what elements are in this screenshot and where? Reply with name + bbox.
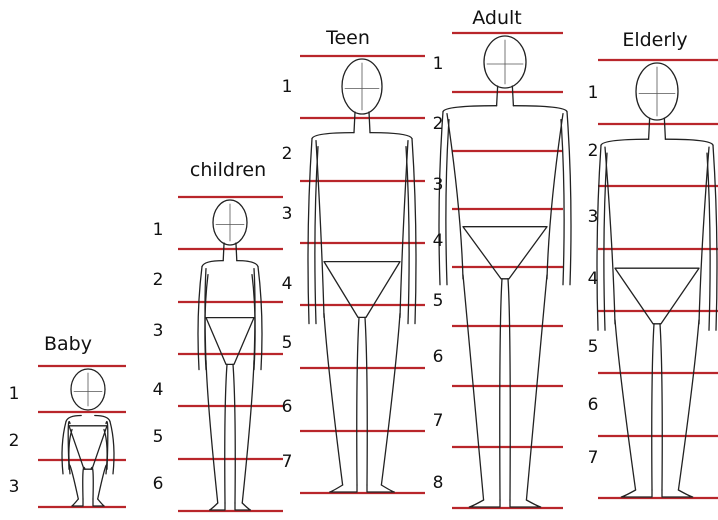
head-count-number: 5 — [433, 291, 444, 311]
head-count-number: 7 — [588, 448, 599, 468]
briefs-outline — [206, 318, 254, 365]
head-count-number: 6 — [433, 347, 444, 367]
head-count-number: 8 — [433, 473, 444, 493]
torso-outline — [202, 261, 258, 365]
foot-outline — [621, 490, 692, 497]
head-count-number: 1 — [433, 54, 444, 74]
head-count-number: 1 — [9, 384, 20, 404]
head-count-number: 3 — [433, 175, 444, 195]
head-count-number: 2 — [153, 270, 164, 290]
head-count-number: 4 — [588, 269, 599, 289]
head-count-number: 6 — [153, 474, 164, 494]
leg-outline — [615, 320, 699, 490]
figure-outline — [439, 36, 571, 507]
head-count-number: 1 — [153, 220, 164, 240]
head-count-number: 4 — [282, 274, 293, 294]
foot-outline — [330, 485, 395, 492]
head-count-number: 4 — [153, 380, 164, 400]
head-count-number: 6 — [588, 395, 599, 415]
briefs-outline — [69, 426, 107, 469]
head-count-number: 7 — [282, 452, 293, 472]
arm-outline — [308, 139, 416, 324]
briefs-outline — [463, 227, 547, 279]
stage-title: children — [190, 159, 266, 181]
head-count-number: 3 — [9, 477, 20, 497]
torso-outline — [443, 106, 567, 279]
head-count-number: 4 — [433, 231, 444, 251]
figure-outline — [62, 369, 114, 506]
stage-title: Adult — [472, 7, 522, 29]
head-count-number: 3 — [153, 321, 164, 341]
leg-outline — [206, 360, 254, 503]
figure-outline — [308, 59, 416, 492]
head-count-number: 2 — [282, 144, 293, 164]
head-count-number: 6 — [282, 397, 293, 417]
head-count-number: 3 — [588, 207, 599, 227]
arm-outline — [439, 112, 571, 285]
torso-outline — [66, 416, 110, 470]
stage-title: Baby — [44, 333, 92, 355]
stage-title: Teen — [325, 27, 370, 49]
briefs-outline — [615, 268, 699, 324]
arm-outline — [597, 145, 717, 330]
head-count-number: 1 — [282, 77, 293, 97]
stage-title: Elderly — [622, 29, 687, 51]
head-count-number: 5 — [282, 333, 293, 353]
torso-outline — [312, 133, 412, 318]
neck-line — [497, 86, 514, 106]
head-count-number: 2 — [9, 431, 20, 451]
head-count-number: 2 — [433, 114, 444, 134]
figure-outline — [597, 63, 717, 497]
foot-outline — [72, 499, 104, 506]
foot-outline — [210, 503, 251, 510]
neck-line — [354, 112, 370, 133]
head-guide-lines — [38, 33, 718, 511]
head-count-number: 1 — [588, 83, 599, 103]
leg-outline — [463, 275, 547, 500]
torso-outline — [601, 139, 713, 324]
head-count-number: 7 — [433, 411, 444, 431]
head-count-number: 5 — [153, 427, 164, 447]
neck-line — [649, 118, 666, 139]
foot-outline — [469, 500, 540, 507]
head-count-number: 3 — [282, 204, 293, 224]
briefs-outline — [324, 262, 400, 318]
leg-outline — [324, 313, 400, 485]
head-count-number: 2 — [588, 141, 599, 161]
head-count-number: 5 — [588, 337, 599, 357]
